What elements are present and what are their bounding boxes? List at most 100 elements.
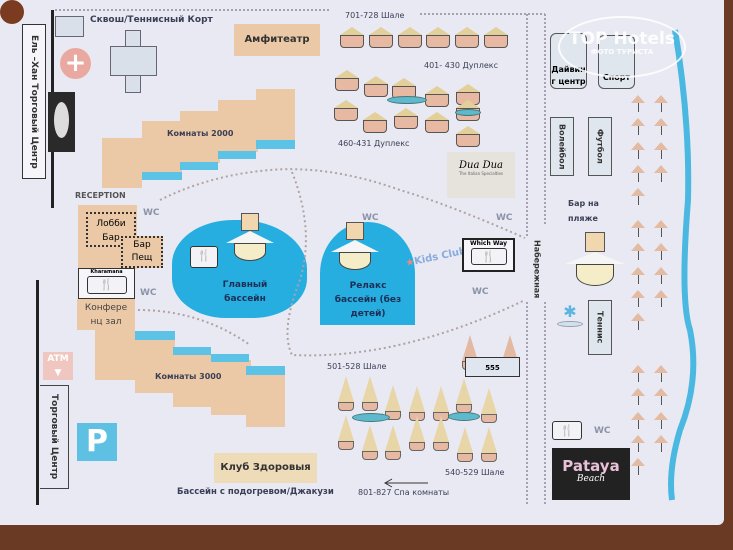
balcony bbox=[173, 347, 211, 355]
rooms-3000-block bbox=[246, 375, 285, 427]
chalet-cone bbox=[481, 388, 497, 423]
beach-umbrella-icon bbox=[631, 118, 645, 135]
medical-cross-icon: + bbox=[60, 48, 91, 79]
direction-arrow bbox=[383, 478, 428, 488]
restaurant-icon: 🍴 bbox=[552, 421, 582, 440]
path-dotted bbox=[55, 9, 546, 505]
beach-umbrella-icon bbox=[654, 118, 668, 135]
beach-umbrella-icon bbox=[654, 412, 668, 429]
el-khan-mall-label: Ель –Хан Торговый Центр bbox=[22, 24, 46, 179]
trampoline-icon: ✱ bbox=[555, 303, 585, 335]
chalet-hut bbox=[369, 27, 393, 48]
chalet-cone bbox=[385, 425, 401, 460]
beach-umbrella-icon bbox=[654, 267, 668, 284]
chalets-540-label: 540-529 Шале bbox=[445, 468, 505, 477]
relax-pool-label: Релакс бассейн (без детей) bbox=[334, 281, 402, 319]
health-club: Клуб Здоровыя bbox=[214, 453, 317, 483]
wc-label: WC bbox=[362, 213, 379, 223]
chalet-cone bbox=[481, 427, 497, 462]
balcony bbox=[211, 354, 249, 362]
beach-bar-icon bbox=[565, 232, 625, 290]
chalet-cone bbox=[362, 376, 378, 411]
restaurant-icon: 🍴 bbox=[470, 248, 507, 265]
chalets-701-label: 701-728 Шале bbox=[345, 11, 405, 20]
tennis-court: Теннис bbox=[588, 300, 612, 355]
beach-umbrella-icon bbox=[631, 220, 645, 237]
wc-label: WC bbox=[143, 208, 160, 218]
amphitheatre: Амфитеатр bbox=[234, 24, 320, 56]
relax-pool bbox=[320, 222, 415, 325]
rooms-2000-block bbox=[102, 138, 142, 188]
spa-building: 555 bbox=[465, 357, 520, 377]
football-field: Футбол bbox=[588, 117, 612, 176]
duplex-hut bbox=[334, 100, 358, 121]
beach-umbrella-icon bbox=[631, 95, 645, 112]
promenade-label: Набережная bbox=[532, 239, 542, 299]
tophotels-watermark: TOP Hotels ФОТО ТУРИСТА bbox=[558, 16, 686, 78]
chalet-hut bbox=[484, 27, 508, 48]
walking-paths bbox=[55, 9, 697, 505]
beach-umbrella-icon bbox=[654, 243, 668, 260]
balcony bbox=[218, 151, 256, 159]
chalet-cone bbox=[338, 376, 354, 411]
squash-court bbox=[55, 16, 84, 37]
wc-label: WC bbox=[594, 426, 611, 436]
parking-icon: P bbox=[77, 423, 117, 461]
rooms-2000-label: Комнаты 2000 bbox=[167, 129, 234, 138]
sea-shoreline bbox=[668, 29, 697, 501]
cocktail-icon bbox=[225, 213, 275, 268]
pond bbox=[448, 412, 480, 421]
rooms-3000-block bbox=[173, 355, 213, 407]
duplex-hut bbox=[394, 108, 418, 129]
beach-umbrella-icon bbox=[654, 220, 668, 237]
beach-umbrella-icon bbox=[631, 267, 645, 284]
volleyball-court: Волейбол bbox=[550, 117, 574, 176]
chalet-cone bbox=[409, 416, 425, 451]
beach-umbrella-icon bbox=[654, 388, 668, 405]
beach-umbrella-icon bbox=[631, 412, 645, 429]
beach-bar-label: Бар на пляже bbox=[568, 199, 599, 223]
beach-umbrella-icon bbox=[654, 142, 668, 159]
beach-umbrella-icon bbox=[631, 142, 645, 159]
chalet-hut bbox=[426, 27, 450, 48]
balcony bbox=[142, 172, 182, 180]
beach-umbrella-icon bbox=[631, 243, 645, 260]
cave-bar: Бар Пещ bbox=[121, 236, 163, 268]
chalet-cone bbox=[362, 425, 378, 460]
chalet-hut bbox=[398, 27, 422, 48]
duplex-hut bbox=[335, 70, 359, 91]
cocktail-icon bbox=[330, 222, 380, 277]
chalet-cone bbox=[457, 427, 473, 462]
lobby-bar: Лобби Бар bbox=[86, 212, 136, 247]
rooms-2000-block bbox=[180, 111, 220, 163]
decorative-image bbox=[48, 92, 75, 152]
beach-umbrella-icon bbox=[654, 95, 668, 112]
rooms-2000-block bbox=[218, 100, 258, 152]
balcony bbox=[246, 366, 285, 375]
duplex-hut bbox=[364, 76, 388, 97]
main-pool-label: Главный бассейн bbox=[222, 280, 268, 304]
pond bbox=[387, 96, 427, 104]
balcony bbox=[135, 331, 175, 340]
beach-umbrella-icon bbox=[631, 165, 645, 182]
chalet-cone bbox=[456, 378, 472, 413]
rooms-2000-block bbox=[256, 89, 295, 141]
reception-label: RECEPTION bbox=[75, 191, 126, 200]
squash-label: Сквош/Теннисный Корт bbox=[90, 15, 213, 25]
wc-label: WC bbox=[472, 287, 489, 297]
beach-umbrella-icon bbox=[631, 435, 645, 452]
pataya-beach-logo: Pataya Beach bbox=[552, 448, 630, 500]
beach-umbrella-icon bbox=[631, 290, 645, 307]
tennis-court-cross-h bbox=[110, 46, 157, 76]
pond bbox=[455, 109, 481, 116]
pond bbox=[352, 413, 390, 422]
chalet-cone bbox=[433, 416, 449, 451]
rooms-3000-block bbox=[95, 330, 135, 380]
heated-pool-label: Бассейн с подогревом/Джакузи bbox=[177, 487, 334, 497]
path-dotted bbox=[286, 171, 526, 357]
rooms-3000-block bbox=[135, 340, 175, 393]
rooms-2000-block bbox=[142, 121, 182, 173]
duplex-hut bbox=[425, 112, 449, 133]
spa-rooms-label: 801-827 Спа комнаты bbox=[358, 488, 450, 497]
which-way-label: Which Way bbox=[469, 240, 508, 247]
